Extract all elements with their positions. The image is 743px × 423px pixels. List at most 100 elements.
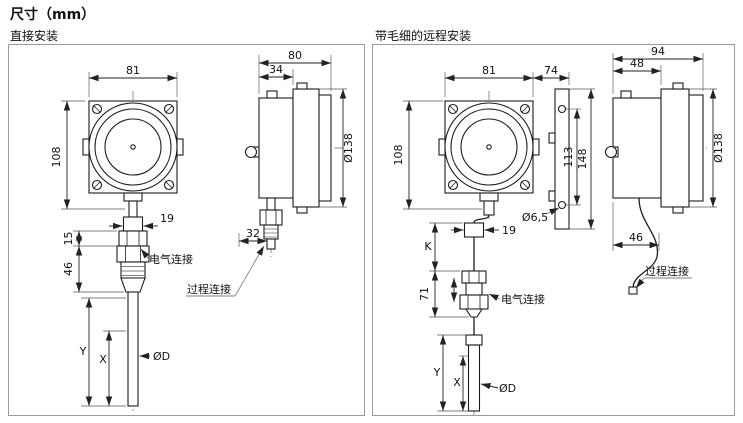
dim-34-label: 34	[269, 63, 283, 76]
right-panel-title: 带毛细的远程安装	[375, 29, 472, 43]
bezel-ring	[660, 88, 690, 208]
dim-x: X	[99, 330, 126, 406]
mounting-hole-bottom	[557, 200, 567, 210]
bezel-clamp-top	[296, 82, 308, 90]
dim-bezel-diameter-138: Ø138	[689, 88, 725, 208]
dim-hole-diameter: Ø6,5	[522, 207, 560, 224]
dim-71: 71	[418, 271, 469, 318]
capillary-mounting-drawing: 81 74	[392, 45, 725, 415]
plate-clamp-top	[548, 132, 556, 144]
gland-hex-nut	[459, 294, 489, 310]
neck-block	[122, 216, 144, 232]
dim-hole-span-113: 113	[562, 108, 581, 206]
dim-y: Y	[79, 297, 126, 407]
stem-collar	[465, 334, 483, 346]
dim-case-depth-34: 34	[258, 55, 294, 94]
electrical-connection-label: 电气连接	[149, 252, 193, 266]
zero-adjust-knob	[244, 145, 258, 159]
dim-x-label: X	[453, 376, 461, 389]
thermowell-stem	[127, 291, 139, 407]
corner-screws	[91, 103, 175, 191]
capillary-connector	[628, 286, 638, 295]
window-rim	[688, 94, 704, 202]
neck-block	[463, 222, 485, 238]
dial-window-circle	[104, 118, 162, 176]
connection-stack	[116, 192, 150, 407]
dim-neck-19: 19	[109, 212, 174, 230]
dial-window-circle	[460, 118, 518, 176]
page-title: 尺寸（mm）	[10, 7, 96, 23]
top-fitting	[266, 90, 278, 99]
bezel-clamp-top	[672, 82, 684, 90]
dim-height-108: 108	[50, 100, 125, 210]
direct-mounting-panel: 81	[8, 44, 365, 416]
dim-19-label: 19	[160, 212, 174, 225]
side-process-connector	[259, 197, 283, 250]
dim-height-108: 108	[392, 100, 482, 210]
bottom-boss	[479, 192, 499, 202]
side-view: 34 80 Ø138	[238, 49, 355, 257]
case-side	[244, 82, 332, 214]
right-lug	[532, 138, 540, 156]
dim-offset-32: 32	[238, 227, 267, 247]
neck	[483, 200, 495, 216]
corner-screws	[447, 103, 531, 191]
dim-od-label: ØD	[499, 382, 516, 395]
capillary-remote-mounting-panel: 81 74	[372, 44, 735, 416]
gland-nut	[118, 230, 148, 247]
direct-mounting-drawing: 81	[50, 49, 355, 411]
dim-46-label: 46	[62, 262, 75, 276]
process-connection-callout: 过程连接	[186, 245, 265, 297]
thermowell-stem	[467, 344, 481, 412]
top-fitting	[620, 90, 632, 99]
dim-total-depth-94: 94	[612, 45, 704, 94]
dim-65-label: Ø6,5	[522, 211, 548, 224]
dim-y-label: Y	[79, 345, 87, 358]
dim-148-label: 148	[576, 149, 589, 170]
dim-width-81: 81	[444, 64, 534, 97]
left-lug	[438, 138, 446, 156]
pointer-hub	[130, 144, 136, 150]
pointer-hub	[486, 144, 492, 150]
front-view: 81	[50, 64, 265, 411]
electrical-connection-callout: 电气连接	[488, 292, 545, 306]
case-housing	[612, 97, 662, 199]
dim-od-label: ØD	[153, 350, 170, 363]
neck	[128, 200, 138, 218]
gland-body	[465, 282, 483, 296]
right-lug	[176, 138, 184, 156]
gauge-body	[438, 100, 540, 194]
dim-y: Y	[433, 334, 468, 412]
dim-46: 46	[62, 246, 124, 293]
window-rim	[318, 94, 332, 202]
dim-15: 15	[62, 230, 117, 247]
gland-taper	[465, 308, 483, 318]
gauge-body	[82, 100, 184, 194]
dim-bracket-74: 74	[533, 64, 570, 85]
dim-32-label: 32	[246, 227, 260, 240]
left-lug	[82, 138, 90, 156]
capillary-side	[628, 197, 659, 295]
dim-x-label: X	[99, 353, 107, 366]
mounting-hole-top	[557, 104, 567, 114]
case-housing	[258, 97, 294, 199]
electrical-connection-label: 电气连接	[501, 292, 545, 306]
case-side	[604, 82, 704, 214]
hex-nut	[116, 245, 150, 263]
left-panel-title: 直接安装	[10, 29, 59, 43]
dim-k-label: K	[424, 240, 432, 253]
bezel-ring	[292, 88, 320, 208]
dim-19-label: 19	[502, 224, 516, 237]
collar	[120, 277, 146, 293]
dim-case-depth-48: 48	[613, 57, 662, 85]
dim-46-label: 46	[629, 231, 643, 244]
dim-y-label: Y	[433, 366, 441, 379]
dim-108-label: 108	[50, 147, 63, 168]
process-connection-callout: 过程连接	[635, 265, 692, 289]
capillary-stack	[459, 192, 499, 412]
dim-15-label: 15	[62, 232, 75, 246]
dim-108-label: 108	[392, 145, 405, 166]
dim-width-81: 81	[88, 64, 178, 97]
dim-138-label: Ø138	[342, 133, 355, 163]
